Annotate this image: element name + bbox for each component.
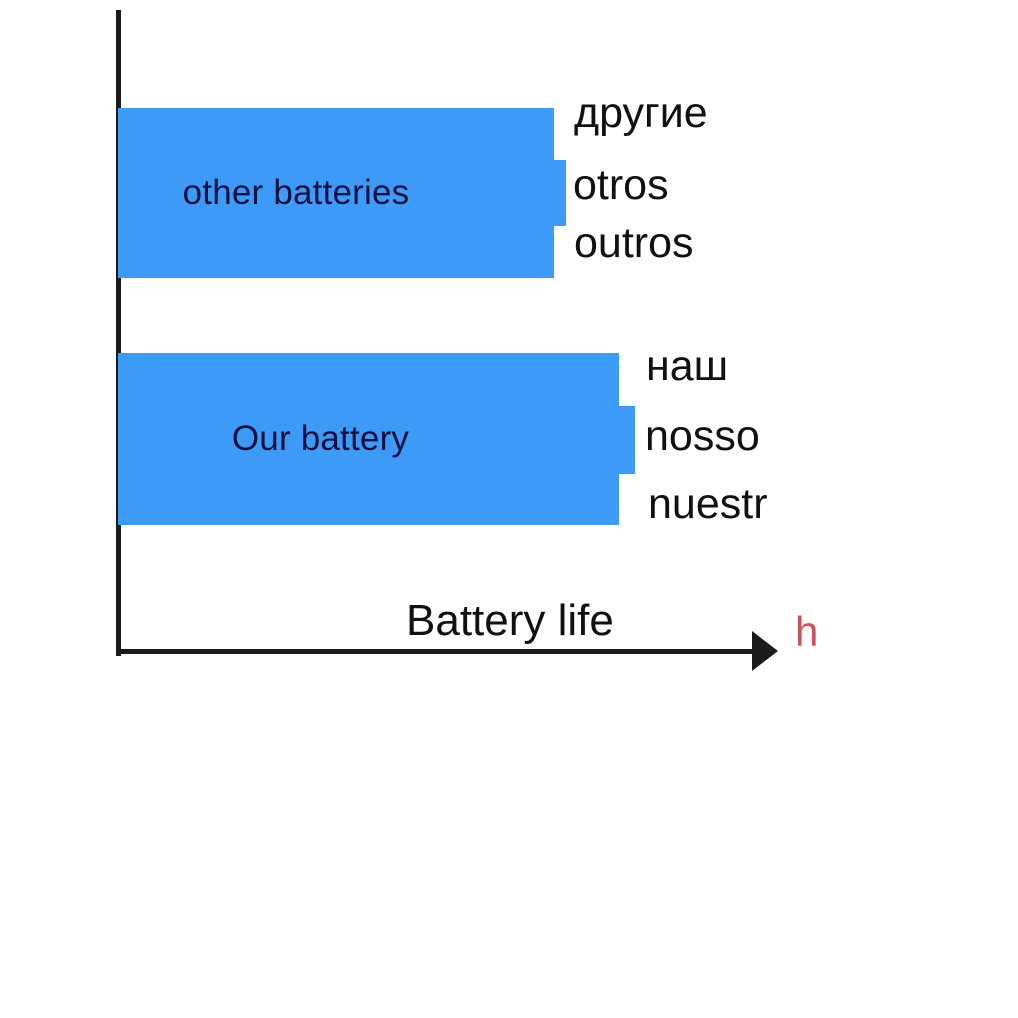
y-axis-line (116, 10, 121, 656)
battery-terminal-icon (554, 160, 566, 226)
bar-other-batteries-label-es: otros (573, 161, 669, 209)
bar-other-batteries[interactable]: other batteries (118, 108, 566, 278)
x-axis-title: Battery life (406, 596, 614, 645)
x-axis-arrow-icon (752, 631, 778, 671)
bar-our-battery-label-ru: наш (646, 342, 729, 390)
battery-terminal-icon (619, 406, 635, 474)
bar-other-batteries-body (118, 108, 554, 278)
bar-our-battery[interactable]: Our battery (118, 353, 635, 525)
x-axis-line (116, 649, 762, 654)
bar-our-battery-body (118, 353, 619, 525)
bar-our-battery-label-pt: nosso (645, 412, 760, 460)
x-axis-unit-label: h (795, 608, 819, 655)
bar-other-batteries-label-pt: outros (574, 219, 694, 267)
bar-other-batteries-label-ru: другие (574, 89, 708, 137)
bar-our-battery-label-es: nuestr (648, 480, 768, 528)
